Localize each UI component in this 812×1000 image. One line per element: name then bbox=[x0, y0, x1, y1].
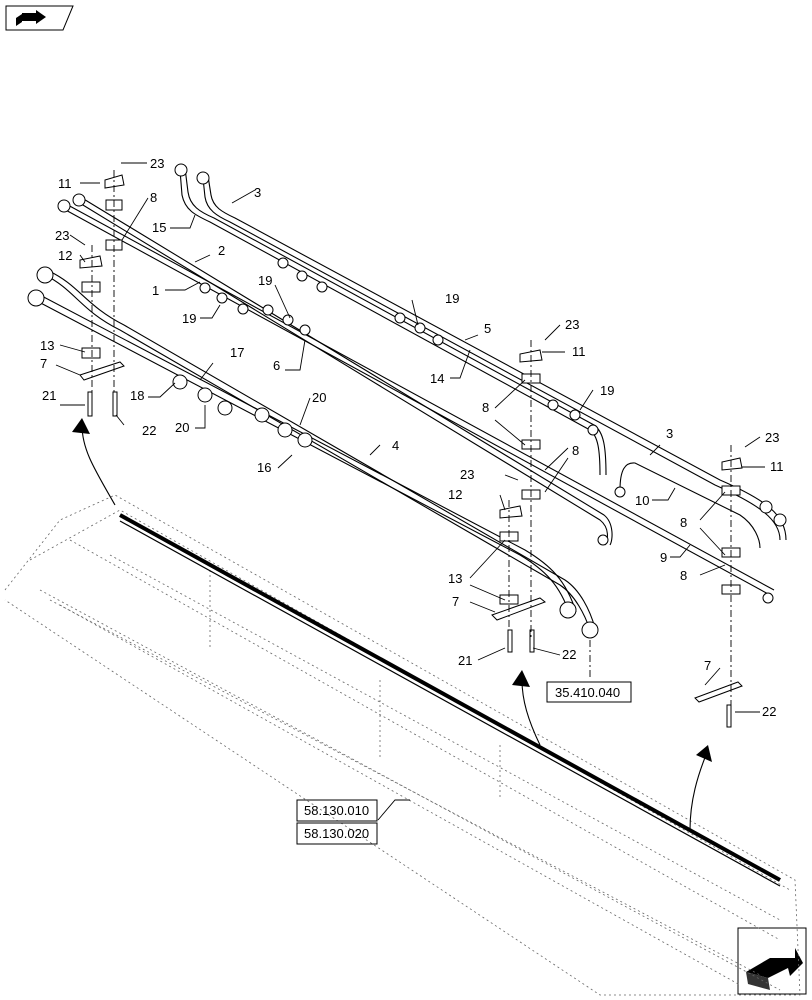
reference-58130020[interactable]: 58.130.020 bbox=[296, 822, 378, 845]
callout-12: 12 bbox=[58, 248, 72, 263]
callout-18: 18 bbox=[130, 388, 144, 403]
callout-19: 19 bbox=[182, 311, 196, 326]
callout-7: 7 bbox=[704, 658, 711, 673]
callout-23: 23 bbox=[765, 430, 779, 445]
callout-17: 17 bbox=[230, 345, 244, 360]
callout-6: 6 bbox=[273, 358, 280, 373]
callout-22: 22 bbox=[142, 423, 156, 438]
callout-12: 12 bbox=[448, 487, 462, 502]
callout-8: 8 bbox=[680, 568, 687, 583]
callout-15: 15 bbox=[152, 220, 166, 235]
callout-20: 20 bbox=[175, 420, 189, 435]
callout-22: 22 bbox=[762, 704, 776, 719]
callout-23: 23 bbox=[55, 228, 69, 243]
callout-16: 16 bbox=[257, 460, 271, 475]
reference-35410040[interactable]: 35.410.040 bbox=[546, 681, 632, 703]
callout-23: 23 bbox=[150, 156, 164, 171]
callout-19: 19 bbox=[445, 291, 459, 306]
callout-21: 21 bbox=[458, 653, 472, 668]
callout-22: 22 bbox=[562, 647, 576, 662]
callout-3: 3 bbox=[666, 426, 673, 441]
callout-7: 7 bbox=[452, 594, 459, 609]
callout-7: 7 bbox=[40, 356, 47, 371]
callout-20: 20 bbox=[312, 390, 326, 405]
callout-10: 10 bbox=[635, 493, 649, 508]
callout-1: 1 bbox=[152, 283, 159, 298]
callout-labels: 23 11 8 15 3 2 1 23 12 19 19 19 13 7 6 1… bbox=[40, 156, 784, 719]
callout-19: 19 bbox=[258, 273, 272, 288]
callout-2: 2 bbox=[218, 243, 225, 258]
header-frame bbox=[4, 494, 801, 996]
reference-58130010[interactable]: 58.130.010 bbox=[296, 799, 378, 822]
assembly-center-lines bbox=[91, 170, 732, 705]
callout-8: 8 bbox=[150, 190, 157, 205]
assembly-arrows bbox=[72, 418, 712, 831]
reference-label: 58.130.020 bbox=[304, 826, 369, 841]
callout-5: 5 bbox=[484, 321, 491, 336]
callout-14: 14 bbox=[430, 371, 444, 386]
callout-23: 23 bbox=[565, 317, 579, 332]
nav-arrow-icon[interactable] bbox=[5, 5, 74, 31]
callout-8: 8 bbox=[572, 443, 579, 458]
hydraulic-pipes bbox=[27, 163, 787, 639]
callout-8: 8 bbox=[482, 400, 489, 415]
callout-11: 11 bbox=[770, 459, 784, 474]
reference-label: 35.410.040 bbox=[555, 685, 620, 700]
orientation-arrow-icon bbox=[737, 927, 807, 995]
callout-8: 8 bbox=[680, 515, 687, 530]
callout-4: 4 bbox=[392, 438, 399, 453]
callout-23: 23 bbox=[460, 467, 474, 482]
callout-9: 9 bbox=[660, 550, 667, 565]
callout-3: 3 bbox=[254, 185, 261, 200]
callout-19: 19 bbox=[600, 383, 614, 398]
leader-lines bbox=[55, 162, 765, 821]
callout-21: 21 bbox=[42, 388, 56, 403]
callout-13: 13 bbox=[40, 338, 54, 353]
clamp-assemblies bbox=[79, 174, 743, 728]
callout-11: 11 bbox=[58, 176, 72, 191]
callout-11: 11 bbox=[572, 344, 586, 359]
callout-13: 13 bbox=[448, 571, 462, 586]
reference-label: 58.130.010 bbox=[304, 803, 369, 818]
